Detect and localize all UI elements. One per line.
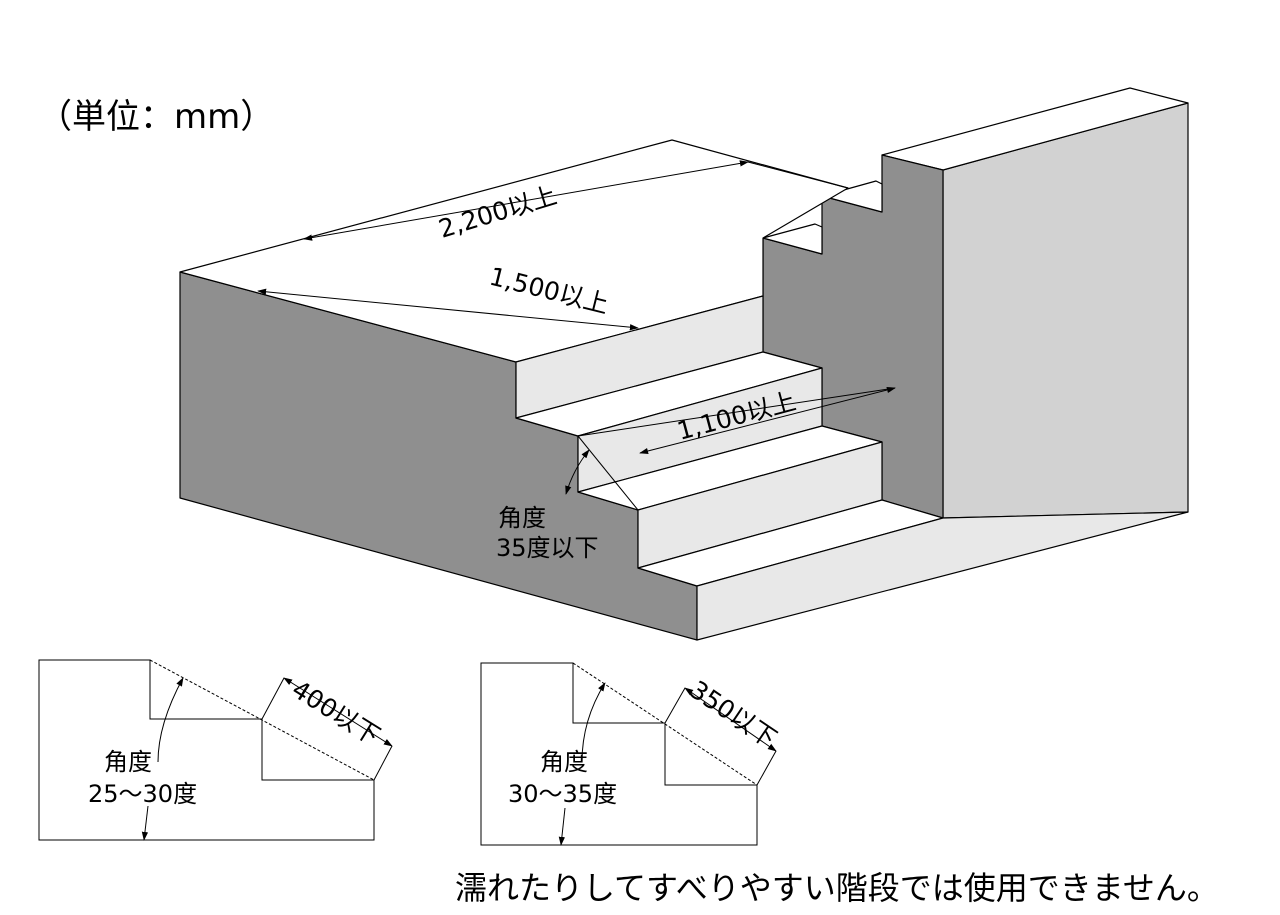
detail-right-outline [480, 662, 758, 846]
unit-label: （単位：mm） [38, 97, 274, 137]
wall-step-tread-2 [821, 180, 883, 213]
isometric-stair-block [179, 87, 1189, 641]
angle-arc [565, 449, 590, 495]
detail-left-angle-arc [157, 677, 184, 763]
detail-right-dim-line [684, 687, 777, 752]
detail-left-angle-line2: 25〜30度 [88, 780, 197, 808]
detail-left-outline [38, 659, 375, 841]
detail-left-angle-arrow [141, 805, 149, 841]
angle-slope-line [577, 435, 639, 511]
main-angle-line1: 角度 [498, 504, 546, 532]
detail-right-angle-line2: 30〜35度 [508, 780, 617, 808]
detail-left-ext2 [373, 745, 393, 781]
detail-right-ext1 [664, 687, 686, 724]
detail-left-dim-line [283, 677, 393, 747]
detail-left-ext1 [261, 677, 285, 720]
dim-line-2200 [303, 160, 749, 241]
detail-left-dim-label: 400以下 [287, 674, 385, 750]
detail-left-slope [149, 659, 375, 781]
detail-right-ext2 [756, 750, 777, 786]
dim-line-1100 [639, 386, 896, 455]
detail-left: 400以下 角度 25〜30度 [38, 659, 393, 841]
main-angle-indicator: 角度 35度以下 [496, 435, 639, 562]
caution-note: 濡れたりしてすべりやすい階段では使用できません。 [455, 869, 1219, 907]
wall-right-face [942, 102, 1189, 519]
dim-line-1500 [257, 288, 639, 331]
extension-line-2200 [747, 161, 849, 189]
detail-right-dim-label: 350以下 [685, 675, 782, 754]
main-angle-line2: 35度以下 [496, 534, 599, 562]
detail-right: 350以下 角度 30〜35度 [480, 662, 782, 846]
detail-right-angle-arc [581, 682, 606, 763]
base-right-face [696, 511, 1189, 641]
detail-right-angle-arrow [558, 807, 566, 846]
detail-right-angle-line1: 角度 [540, 748, 588, 776]
wall-step-tread-1 [762, 223, 823, 255]
detail-left-angle-line1: 角度 [104, 748, 152, 776]
